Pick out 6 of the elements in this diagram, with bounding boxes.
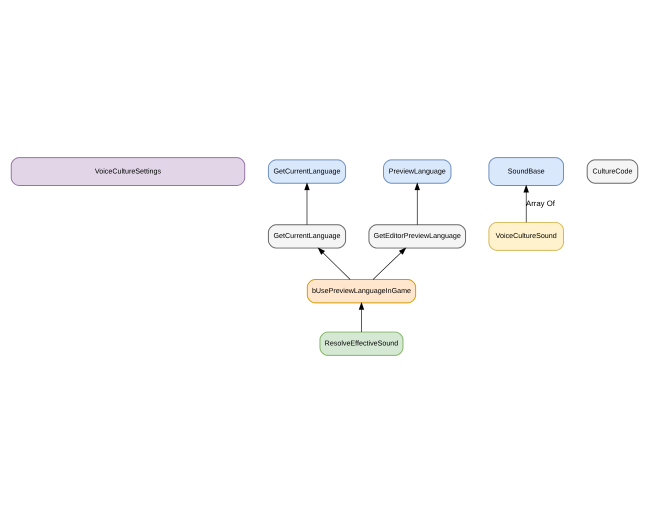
arrow [358,302,364,332]
arrow [523,184,529,223]
arrow [318,247,350,280]
arrow [304,182,310,225]
arrow [372,247,406,280]
arrow [414,182,420,225]
